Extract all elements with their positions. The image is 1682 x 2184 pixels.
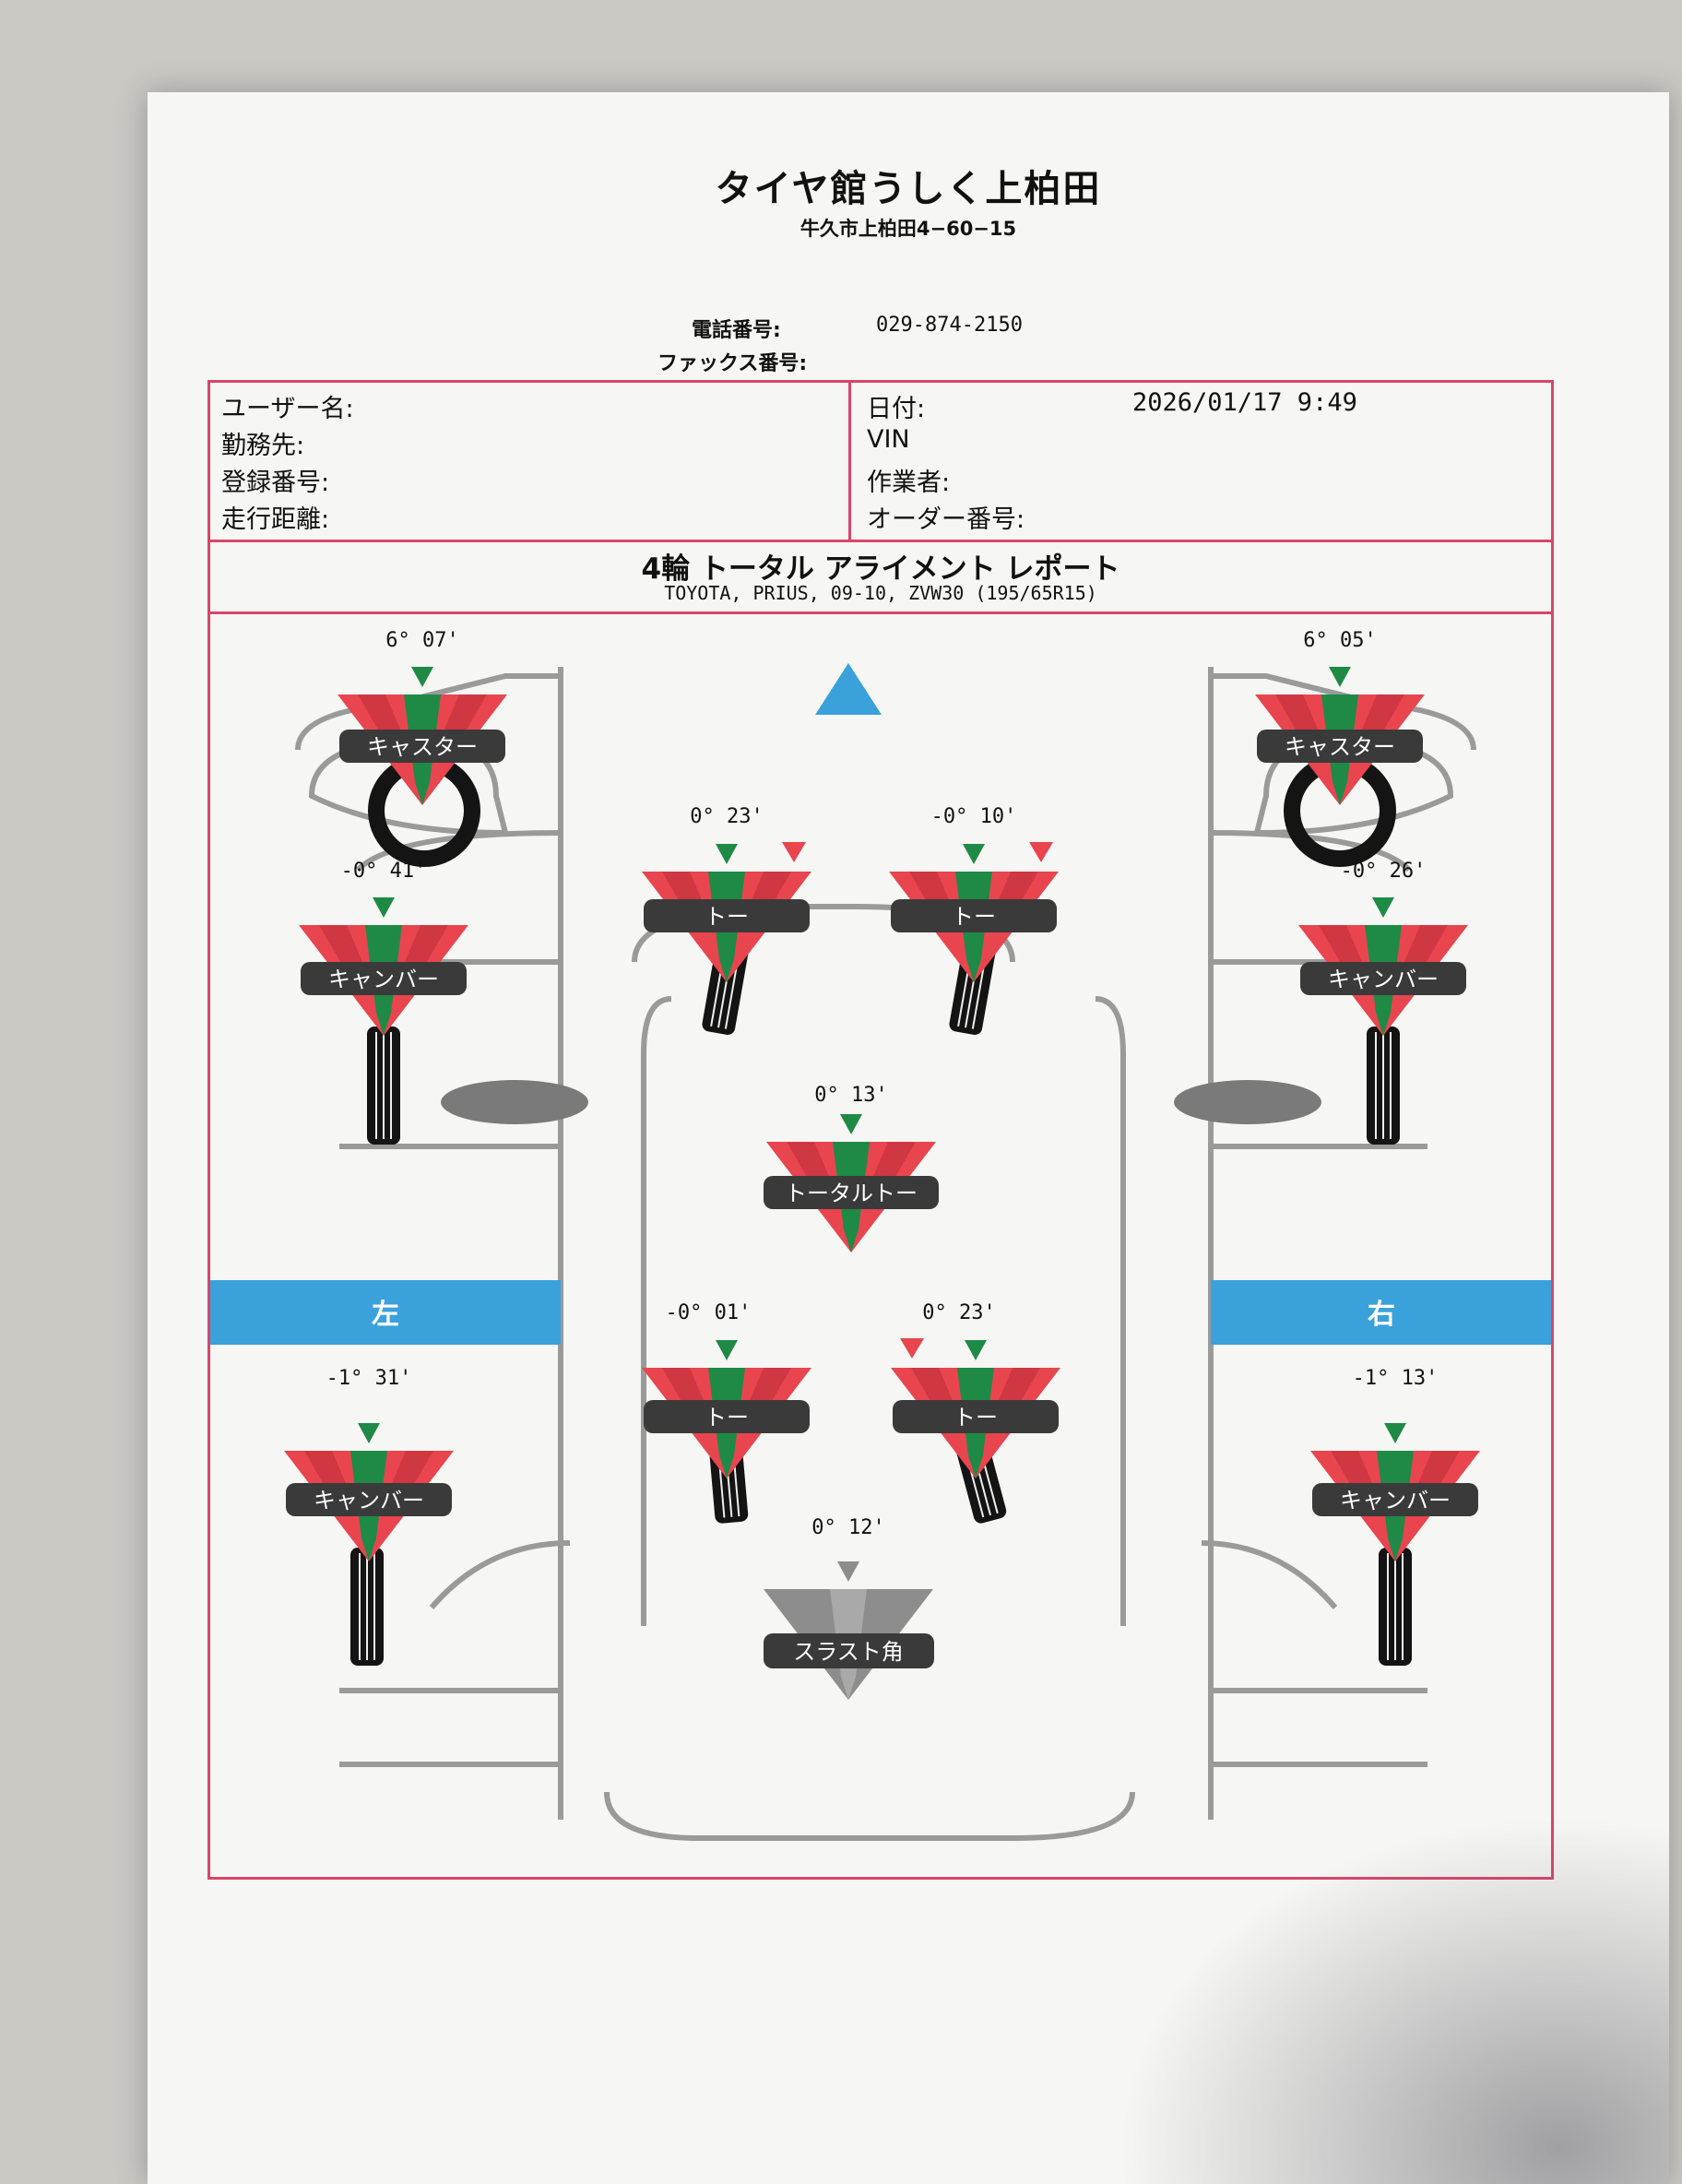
rear-left-camber-value: -1° 31' xyxy=(326,1367,412,1390)
total-toe-gauge: トータルトー 0° 13' xyxy=(764,1084,939,1252)
thrust-angle-gauge: スラスト角 0° 12' xyxy=(764,1516,934,1700)
front-left-toe-label: トー xyxy=(705,904,749,930)
total-toe-label: トータルトー xyxy=(785,1181,918,1206)
front-right-caster-gauge: キャスター 6° 05' xyxy=(1255,629,1425,867)
forward-direction-arrow xyxy=(815,663,882,715)
front-right-toe-label: トー xyxy=(952,904,996,930)
fax-label: ファックス番号: xyxy=(657,352,808,375)
thrust-angle-label: スラスト角 xyxy=(793,1639,904,1665)
front-right-camber-label: キャンバー xyxy=(1328,967,1439,992)
front-left-camber-value: -0° 41' xyxy=(341,860,427,883)
left-side-band xyxy=(210,1280,561,1345)
order-number-label: オーダー番号: xyxy=(867,505,1025,534)
info-table: ユーザー名: 勤務先: 登録番号: 走行距離: 日付: 2026/01/17 9… xyxy=(210,383,1551,542)
rear-left-camber-label: キャンバー xyxy=(314,1488,424,1513)
registration-label: 登録番号: xyxy=(221,469,330,497)
front-left-toe-gauge: トー 0° 23' xyxy=(642,805,811,1038)
rear-right-toe-gauge: トー 0° 23' xyxy=(891,1301,1060,1526)
phone-number: 029-874-2150 xyxy=(876,314,1023,337)
front-left-caster-value: 6° 07' xyxy=(385,629,458,652)
rear-left-toe-label: トー xyxy=(705,1405,749,1430)
front-right-caster-label: キャスター xyxy=(1285,734,1395,760)
report-frame: ユーザー名: 勤務先: 登録番号: 走行距離: 日付: 2026/01/17 9… xyxy=(207,380,1554,1880)
date-label: 日付: xyxy=(867,395,926,423)
rear-left-camber-gauge: キャンバー -1° 31' xyxy=(284,1367,454,1667)
front-right-caster-value: 6° 05' xyxy=(1303,629,1376,652)
report-title: 4輪 トータル アライメント レポート xyxy=(641,552,1120,586)
front-left-caster-label: キャスター xyxy=(367,734,478,760)
rear-right-camber-label: キャンバー xyxy=(1340,1488,1451,1513)
left-side-label: 左 xyxy=(372,1299,399,1331)
shop-name: タイヤ館うしく上柏田 xyxy=(715,168,1102,210)
report-title-row: 4輪 トータル アライメント レポート TOYOTA, PRIUS, 09-10… xyxy=(210,540,1551,614)
right-side-label: 右 xyxy=(1368,1299,1395,1331)
shop-address: 牛久市上柏田4−60−15 xyxy=(800,218,1017,240)
user-label: ユーザー名: xyxy=(221,395,354,423)
front-right-camber-gauge: キャンバー -0° 26' xyxy=(1298,860,1468,1145)
rear-left-toe-value: -0° 01' xyxy=(666,1301,752,1324)
thrust-angle-value: 0° 12' xyxy=(811,1516,884,1539)
operator-label: 作業者: xyxy=(867,469,951,497)
front-left-camber-gauge: キャンバー -0° 41' xyxy=(299,860,468,1145)
vin-label: VIN xyxy=(867,425,910,454)
workplace-label: 勤務先: xyxy=(221,432,305,460)
rear-left-toe-gauge: トー -0° 01' xyxy=(642,1301,811,1525)
total-toe-value: 0° 13' xyxy=(814,1084,887,1107)
vehicle-spec: TOYOTA, PRIUS, 09-10, ZVW30 (195/65R15) xyxy=(664,582,1097,604)
front-left-camber-label: キャンバー xyxy=(328,967,439,992)
rear-right-toe-label: トー xyxy=(954,1405,998,1430)
mileage-label: 走行距離: xyxy=(221,505,330,534)
front-right-toe-value: -0° 10' xyxy=(931,805,1017,828)
report-sheet: タイヤ館うしく上柏田 牛久市上柏田4−60−15 電話番号: 029-874-2… xyxy=(148,92,1669,2184)
front-left-toe-value: 0° 23' xyxy=(690,805,763,828)
rear-right-toe-value: 0° 23' xyxy=(922,1301,995,1324)
front-right-toe-gauge: トー -0° 10' xyxy=(889,805,1059,1038)
rear-right-camber-gauge: キャンバー -1° 13' xyxy=(1310,1367,1480,1667)
phone-label: 電話番号: xyxy=(692,319,781,342)
front-left-caster-gauge: キャスター 6° 07' xyxy=(338,629,507,867)
right-side-band xyxy=(1211,1280,1551,1345)
date-value: 2026/01/17 9:49 xyxy=(1132,388,1357,417)
front-right-camber-value: -0° 26' xyxy=(1341,860,1427,883)
rear-right-camber-value: -1° 13' xyxy=(1353,1367,1439,1390)
alignment-diagram: 左 右 キャスター 6° 07' キャスター 6° 05' xyxy=(210,629,1551,1841)
